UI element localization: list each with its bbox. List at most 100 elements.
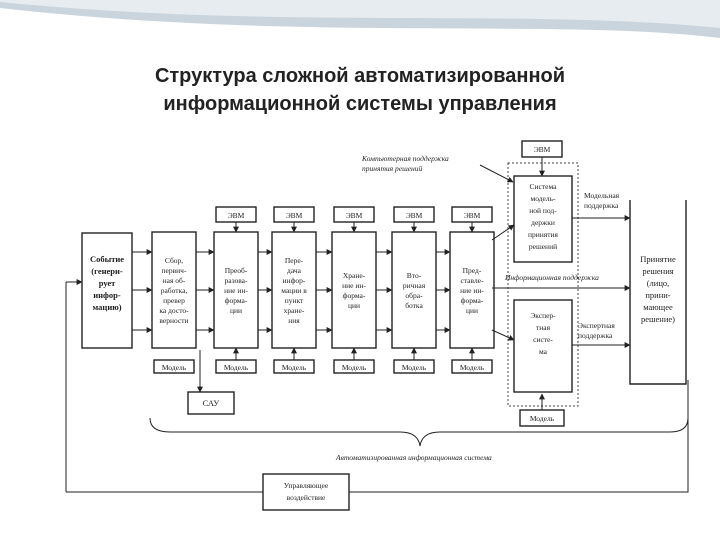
stage-6-line-2: ставле-: [460, 276, 484, 285]
control-action-box: Управляющее воздействие: [262, 473, 350, 511]
evm-label: ЭВМ: [346, 211, 363, 220]
stage-3-line-7: ния: [288, 316, 300, 325]
stage-1-line-2: первич-: [162, 266, 187, 275]
event-line-4: инфор-: [93, 290, 121, 300]
evm-label: ЭВМ: [286, 211, 303, 220]
stage-5-line-1: Вто-: [407, 271, 422, 280]
stage-4: Хране-ние ин-форма-ции ЭВМ Модель: [331, 206, 393, 374]
evm-label: ЭВМ: [406, 211, 423, 220]
event-line-2: (генери-: [91, 266, 123, 276]
stage-1-model: Модель: [153, 359, 195, 374]
stage-box: [391, 231, 437, 349]
stage-3-line-5: пункт: [285, 296, 304, 305]
stage-box: [271, 231, 317, 349]
expert-support-label-2: поддержка: [578, 331, 613, 340]
expert-system-line-2: тная: [536, 323, 551, 332]
evm-label: ЭВМ: [228, 211, 245, 220]
expert-system-line-1: Экспер-: [530, 311, 556, 320]
stage-5-line-2: ричная: [403, 281, 426, 290]
event-box: Событие (генери-рует инфор-мацию): [81, 232, 133, 349]
event-line-5: мацию): [92, 302, 121, 312]
slide-title: Структура сложной автоматизированной инф…: [0, 62, 720, 118]
model-support-label-2: поддержка: [584, 201, 619, 210]
stage-2-line-2: разова-: [224, 276, 248, 285]
stage-text: Преоб-разова-ние ин-форма-ции: [224, 266, 248, 315]
decision-text: Принятиерешения(лицо,прини-мающеерешение…: [640, 254, 676, 324]
stage-6-line-1: Пред-: [463, 266, 482, 275]
decision-line-1: Принятие: [640, 254, 676, 264]
stage-2-line-1: Преоб-: [225, 266, 248, 275]
model-support-label-1: Модельная: [584, 191, 620, 200]
decision-support-label-1: Компьютерная поддержка: [361, 154, 449, 163]
cau-box: САУ: [187, 391, 235, 415]
stage-1-line-6: ка досто-: [159, 306, 189, 315]
model-label: Модель: [402, 363, 427, 372]
decision-line-5: мающее: [643, 302, 673, 312]
model-system-line-6: решений: [529, 242, 557, 251]
control-action-line-1: Управляющее: [284, 481, 329, 490]
stage-2: Преоб-разова-ние ин-форма-ции ЭВМ Модель: [213, 206, 273, 374]
stage-1-line-1: Сбор,: [165, 256, 183, 265]
model-system-line-3: ной под-: [529, 206, 557, 215]
decision-line-4: прини-: [645, 290, 670, 300]
event-line-3: рует: [99, 278, 116, 288]
header-swoosh: [0, 0, 720, 38]
stage-3-line-4: мации в: [281, 286, 307, 295]
cau-label: САУ: [203, 398, 221, 408]
expert-support-label-1: Экспертная: [578, 321, 615, 330]
model-label: Модель: [282, 363, 307, 372]
feedback-loop: [65, 279, 689, 493]
stage-3-line-6: хране-: [284, 306, 305, 315]
control-action-line-2: воздействие: [287, 493, 326, 502]
ais-label: Автоматизированная информационная систем…: [335, 453, 492, 462]
ais-brace: Автоматизированная информационная систем…: [149, 417, 689, 462]
stage-box: [331, 231, 377, 349]
stage-2-line-4: форма-: [225, 296, 248, 305]
decision-line-2: решения: [642, 266, 673, 276]
title-line-2: информационной системы управления: [163, 93, 557, 115]
stage-6-line-3: ние ин-: [460, 286, 484, 295]
stage-3-line-3: инфор-: [283, 276, 306, 285]
top-evm-label: ЭВМ: [534, 145, 551, 154]
bottom-model-box: Модель: [519, 393, 565, 427]
stage-4-line-2: ние ин-: [342, 281, 366, 290]
event-text: Событие (генери-рует инфор-мацию): [90, 254, 124, 312]
decision-line-3: (лицо,: [647, 278, 670, 288]
model-label: Модель: [342, 363, 367, 372]
model-label: Модель: [162, 363, 187, 372]
model-system-line-2: модель-: [530, 194, 556, 203]
title-line-1: Структура сложной автоматизированной: [154, 65, 566, 87]
stage-6-line-4: форма-: [461, 296, 484, 305]
decision-support-label-2: принятия решений: [362, 164, 423, 173]
stage-4-line-4: ции: [348, 301, 360, 310]
stage-6: Пред-ставле-ние ин-форма-ции ЭВМ Модель: [449, 206, 495, 374]
stage-4-line-3: форма-: [343, 291, 366, 300]
model-label: Модель: [460, 363, 485, 372]
stage-3-line-1: Пере-: [285, 256, 304, 265]
top-evm-box: ЭВМ: [521, 140, 563, 177]
decision-box: Принятиерешения(лицо,прини-мающеерешение…: [629, 200, 687, 385]
model-system-line-1: Система: [530, 182, 558, 191]
expert-system-line-3: систе-: [533, 335, 553, 344]
stage-box: [449, 231, 495, 349]
stage-text: Пред-ставле-ние ин-форма-ции: [460, 266, 484, 315]
stage-5-line-4: ботка: [405, 301, 423, 310]
stage-5-line-3: обра-: [405, 291, 423, 300]
stage-4-line-1: Хране-: [343, 271, 366, 280]
evm-label: ЭВМ: [464, 211, 481, 220]
model-label: Модель: [224, 363, 249, 372]
stage-1-line-7: верности: [159, 316, 188, 325]
swoosh-band-light: [0, 0, 720, 28]
event-line-1: Событие: [90, 254, 124, 264]
